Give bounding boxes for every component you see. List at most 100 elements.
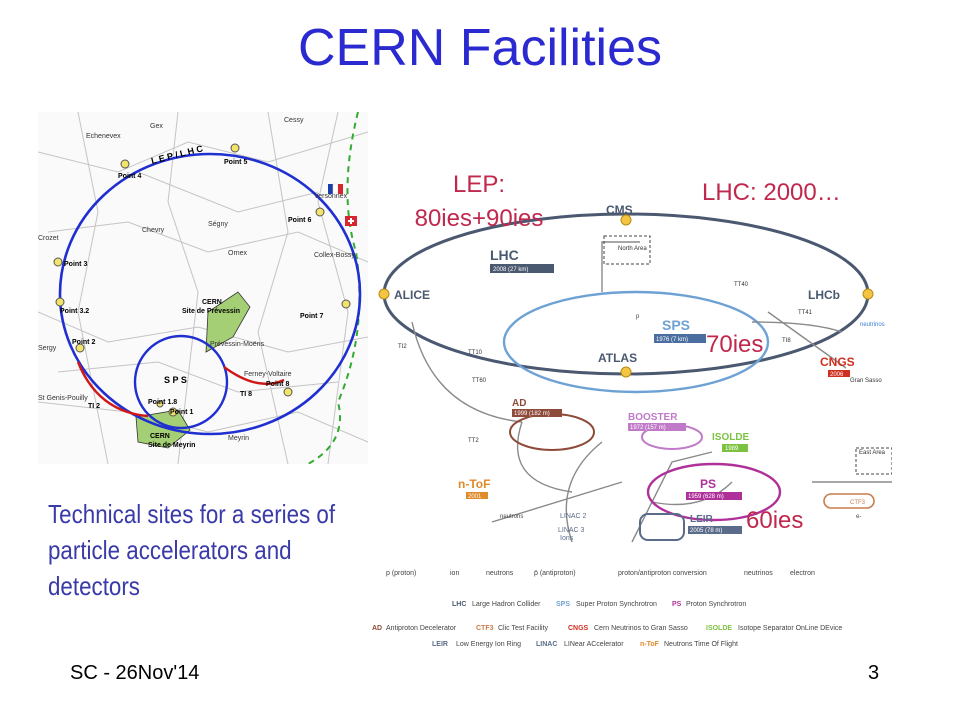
legend-particle-proton: p (proton)	[386, 570, 416, 577]
lhc-year-badge	[490, 264, 554, 273]
east-area-label: East Area	[859, 450, 886, 456]
sps-year: 1976 (7 km)	[656, 337, 688, 343]
legend-particle-electron: electron	[790, 570, 815, 577]
ctf3-label: CTF3	[850, 500, 866, 506]
legend-cngs-full: Cern Neutrinos to Gran Sasso	[594, 625, 688, 632]
ps-year: 1959 (628 m)	[688, 494, 724, 500]
slide-page-number: 3	[868, 662, 880, 684]
prevessin-site-label: Site de Prévessin	[182, 308, 240, 315]
isolde-name: ISOLDE	[712, 432, 750, 443]
ntof-year: 2001	[468, 494, 482, 500]
leir-ring	[639, 513, 685, 541]
lhc-year: 2008 (27 km)	[493, 267, 528, 273]
town-chevry: Chevry	[142, 227, 165, 234]
linac-ions-label: Ions	[560, 535, 574, 542]
slide-footer: SC - 26Nov'14	[70, 662, 200, 684]
point-5-label: Point 5	[224, 159, 247, 166]
lhc-name: LHC	[490, 247, 519, 263]
neutrinos-label: neutrinos	[860, 322, 885, 328]
town-versonnex: Versonnex	[314, 193, 348, 200]
swiss-flag-icon	[345, 216, 357, 226]
town-ferney: Ferney-Voltaire	[244, 371, 292, 378]
accelerator-complex-diagram: North Area East Area CTF3 CMS ALICE LHCb…	[372, 203, 892, 648]
leir-year-badge	[688, 526, 742, 534]
legend-ps-full: Proton Synchrotron	[686, 601, 746, 608]
experiment-atlas: ATLAS	[598, 351, 637, 365]
transfer-lines	[411, 241, 892, 543]
gran-sasso-label: Gran Sasso	[850, 378, 882, 384]
town-st-genis: St Genis-Pouilly	[38, 395, 88, 402]
line-tt60: TT60	[472, 378, 487, 384]
booster-name: BOOSTER	[628, 412, 678, 423]
legend-ad-abbr: AD	[372, 625, 382, 632]
linac2-label: LINAC 2	[560, 513, 587, 520]
town-cessy: Cessy	[284, 117, 304, 124]
legend-leir-abbr: LEIR	[432, 641, 448, 648]
ti8-line	[223, 366, 285, 386]
town-segny: Ségny	[208, 221, 228, 228]
town-echenevex: Echenevex	[86, 133, 121, 140]
legend-linac-full: LINear ACcelerator	[564, 641, 624, 648]
point-4-label: Point 4	[118, 173, 141, 180]
cngs-year-badge	[828, 370, 850, 377]
france-flag-icon	[328, 183, 343, 195]
leir-name: LEIR	[690, 514, 714, 525]
legend-particle-ion: ion	[450, 570, 459, 577]
linac3-label: LINAC 3	[558, 527, 585, 534]
town-sergy: Sergy	[38, 345, 57, 352]
experiment-lhcb: LHCb	[808, 288, 840, 302]
legend-ps-abbr: PS	[672, 601, 682, 608]
legend-sps-full: Super Proton Synchrotron	[576, 601, 657, 608]
legend-linac-abbr: LINAC	[536, 641, 557, 648]
point-8-label: Point 8	[266, 381, 289, 388]
point-2-label: Point 2	[72, 339, 95, 346]
experiment-alice: ALICE	[394, 288, 430, 302]
experiment-cms: CMS	[606, 203, 633, 217]
booster-year: 1972 (157 m)	[630, 425, 666, 431]
legend-ctf3-abbr: CTF3	[476, 625, 494, 632]
legend-ctf3-full: Clic Test Facility	[498, 625, 549, 632]
meyrin-site-label: Site de Meyrin	[148, 442, 195, 449]
town-prevessin: Prévessin-Moëns	[210, 341, 265, 348]
ps-name: PS	[700, 477, 716, 491]
ti2-label: TI 2	[88, 403, 100, 410]
town-collex: Collex-Bossy	[314, 252, 355, 259]
point-7-label: Point 7	[300, 313, 323, 320]
era-label-sps: 70ies	[706, 331, 764, 358]
era-label-ps: 60ies	[746, 507, 804, 534]
line-tt10: TT10	[468, 350, 483, 356]
map-background	[38, 112, 368, 464]
legend-leir-full: Low Energy Ion Ring	[456, 641, 521, 648]
line-tt2: TT2	[468, 438, 479, 444]
line-tt40: TT40	[734, 282, 749, 288]
neutrons-label: neutrons	[500, 514, 523, 520]
line-ti8: TI8	[782, 338, 791, 344]
ntof-year-badge	[466, 492, 488, 499]
ps-year-badge	[686, 492, 742, 500]
cngs-name: CNGS	[820, 355, 855, 369]
town-gex: Gex	[150, 123, 163, 130]
era-label-lhc: LHC: 2000…	[702, 179, 841, 206]
isolde-year: 1989	[725, 446, 739, 452]
lep-lhc-ring	[58, 152, 362, 436]
ad-year-badge	[512, 409, 562, 417]
ad-name: AD	[512, 398, 526, 409]
cern-site-map: Echenevex Cessy Versonnex Chevry Ségny O…	[38, 112, 368, 464]
ad-year: 1999 (182 m)	[514, 411, 550, 417]
sps-year-badge	[654, 334, 706, 343]
legend-cngs-abbr: CNGS	[568, 625, 589, 632]
point-6-label: Point 6	[288, 217, 311, 224]
proton-label: p	[636, 314, 640, 320]
ad-ring	[509, 413, 595, 451]
ctf3-box	[823, 493, 875, 509]
cngs-year: 2006	[830, 372, 844, 378]
point-3-label: Point 3	[64, 261, 87, 268]
north-area-label: North Area	[618, 246, 647, 252]
line-tt41: TT41	[798, 310, 813, 316]
leir-year: 2005 (78 m)	[690, 528, 722, 534]
experiment-markers	[378, 214, 874, 378]
legend-ntof-abbr: n-ToF	[640, 641, 660, 648]
legend-isolde-full: Isotope Separator OnLine DEvice	[738, 625, 842, 632]
road-network	[38, 112, 368, 464]
point-1-8-label: Point 1.8	[148, 399, 177, 406]
